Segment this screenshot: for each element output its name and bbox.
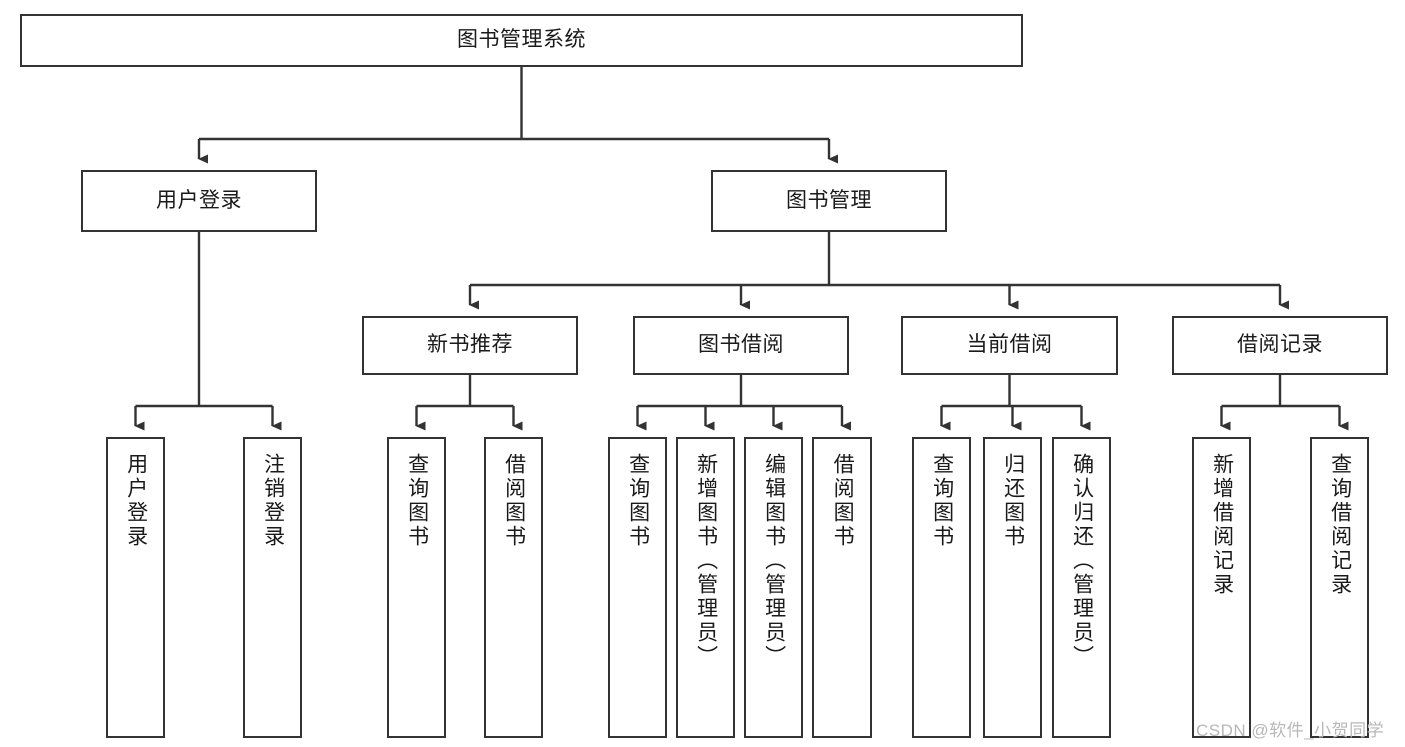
node-label: 新增图书（管理员）: [694, 453, 718, 669]
node-leaf-borrow-1[interactable]: 借阅图书: [484, 437, 543, 738]
node-label: 新书推荐: [427, 333, 513, 357]
node-label: 查询图书: [930, 453, 954, 549]
node-leaf-logout[interactable]: 注销登录: [243, 437, 302, 738]
node-leaf-user-login[interactable]: 用户登录: [106, 437, 165, 738]
node-new-book-rec[interactable]: 新书推荐: [362, 316, 578, 375]
node-label: 注销登录: [261, 453, 285, 549]
node-label: 查询借阅记录: [1328, 453, 1352, 597]
node-leaf-query-1[interactable]: 查询图书: [387, 437, 446, 738]
edge-group: [134, 67, 1349, 431]
node-label: 查询图书: [626, 453, 650, 549]
node-leaf-confirm[interactable]: 确认归还（管理员）: [1052, 437, 1111, 738]
node-leaf-edit-book[interactable]: 编辑图书（管理员）: [744, 437, 803, 738]
node-label: 借阅记录: [1237, 333, 1323, 357]
node-label: 新增借阅记录: [1210, 453, 1234, 597]
node-label: 确认归还（管理员）: [1070, 453, 1094, 669]
node-leaf-query-3[interactable]: 查询图书: [912, 437, 971, 738]
node-label: 查询图书: [405, 453, 429, 549]
node-root[interactable]: 图书管理系统: [20, 14, 1023, 67]
node-leaf-query-2[interactable]: 查询图书: [608, 437, 667, 738]
node-label: 归还图书: [1001, 453, 1025, 549]
node-leaf-return[interactable]: 归还图书: [983, 437, 1042, 738]
node-label: 当前借阅: [966, 333, 1053, 357]
node-label: 图书管理系统: [457, 28, 586, 52]
node-label: 借阅图书: [831, 453, 855, 549]
node-label: 编辑图书（管理员）: [762, 453, 786, 669]
node-leaf-add-book[interactable]: 新增图书（管理员）: [676, 437, 735, 738]
node-leaf-borrow-2[interactable]: 借阅图书: [812, 437, 872, 738]
node-label: 图书管理: [786, 188, 872, 212]
node-leaf-add-rec[interactable]: 新增借阅记录: [1192, 437, 1251, 738]
node-book-manage[interactable]: 图书管理: [711, 170, 947, 232]
node-book-borrow[interactable]: 图书借阅: [633, 316, 849, 375]
node-label: 用户登录: [156, 188, 242, 212]
node-label: 用户登录: [124, 453, 148, 549]
node-user-login[interactable]: 用户登录: [81, 170, 317, 232]
node-label: 借阅图书: [502, 453, 526, 549]
watermark-label: CSDN @软件_小贺同学: [1196, 721, 1385, 740]
node-current-borrow[interactable]: 当前借阅: [901, 316, 1118, 375]
node-label: 图书借阅: [698, 333, 784, 357]
node-leaf-query-rec[interactable]: 查询借阅记录: [1310, 437, 1369, 738]
node-borrow-record[interactable]: 借阅记录: [1172, 316, 1388, 375]
